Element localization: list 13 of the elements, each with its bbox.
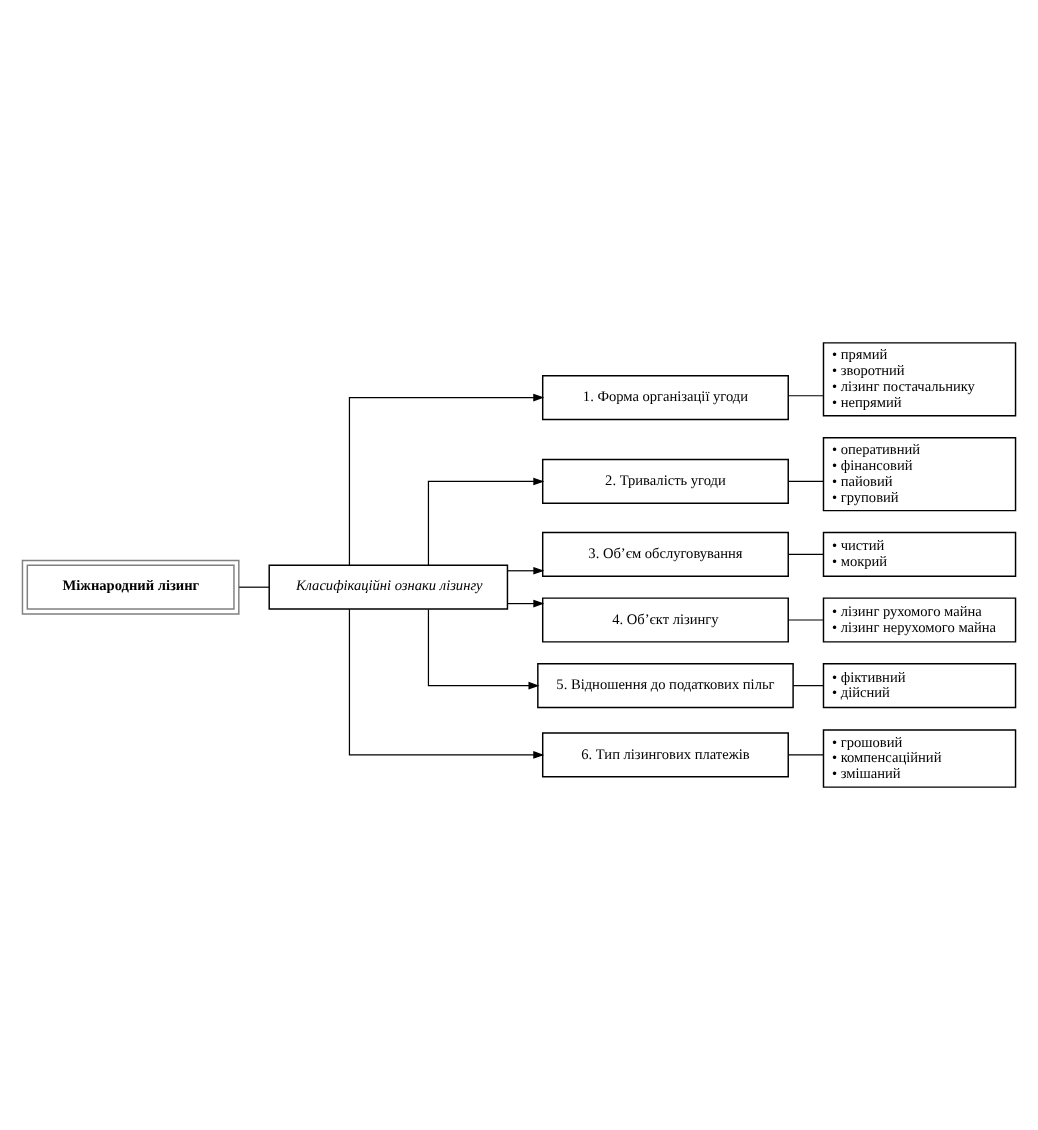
arrow bbox=[506, 566, 545, 575]
arrow bbox=[348, 393, 545, 566]
connector bbox=[787, 480, 825, 483]
connector bbox=[238, 586, 270, 588]
arrow bbox=[427, 608, 540, 690]
connector bbox=[792, 685, 824, 687]
connector bbox=[787, 395, 825, 397]
connector bbox=[787, 553, 825, 555]
arrow bbox=[506, 599, 545, 608]
arrow bbox=[348, 608, 545, 759]
arrow bbox=[427, 477, 545, 566]
connector bbox=[787, 754, 825, 756]
connector bbox=[787, 619, 825, 621]
